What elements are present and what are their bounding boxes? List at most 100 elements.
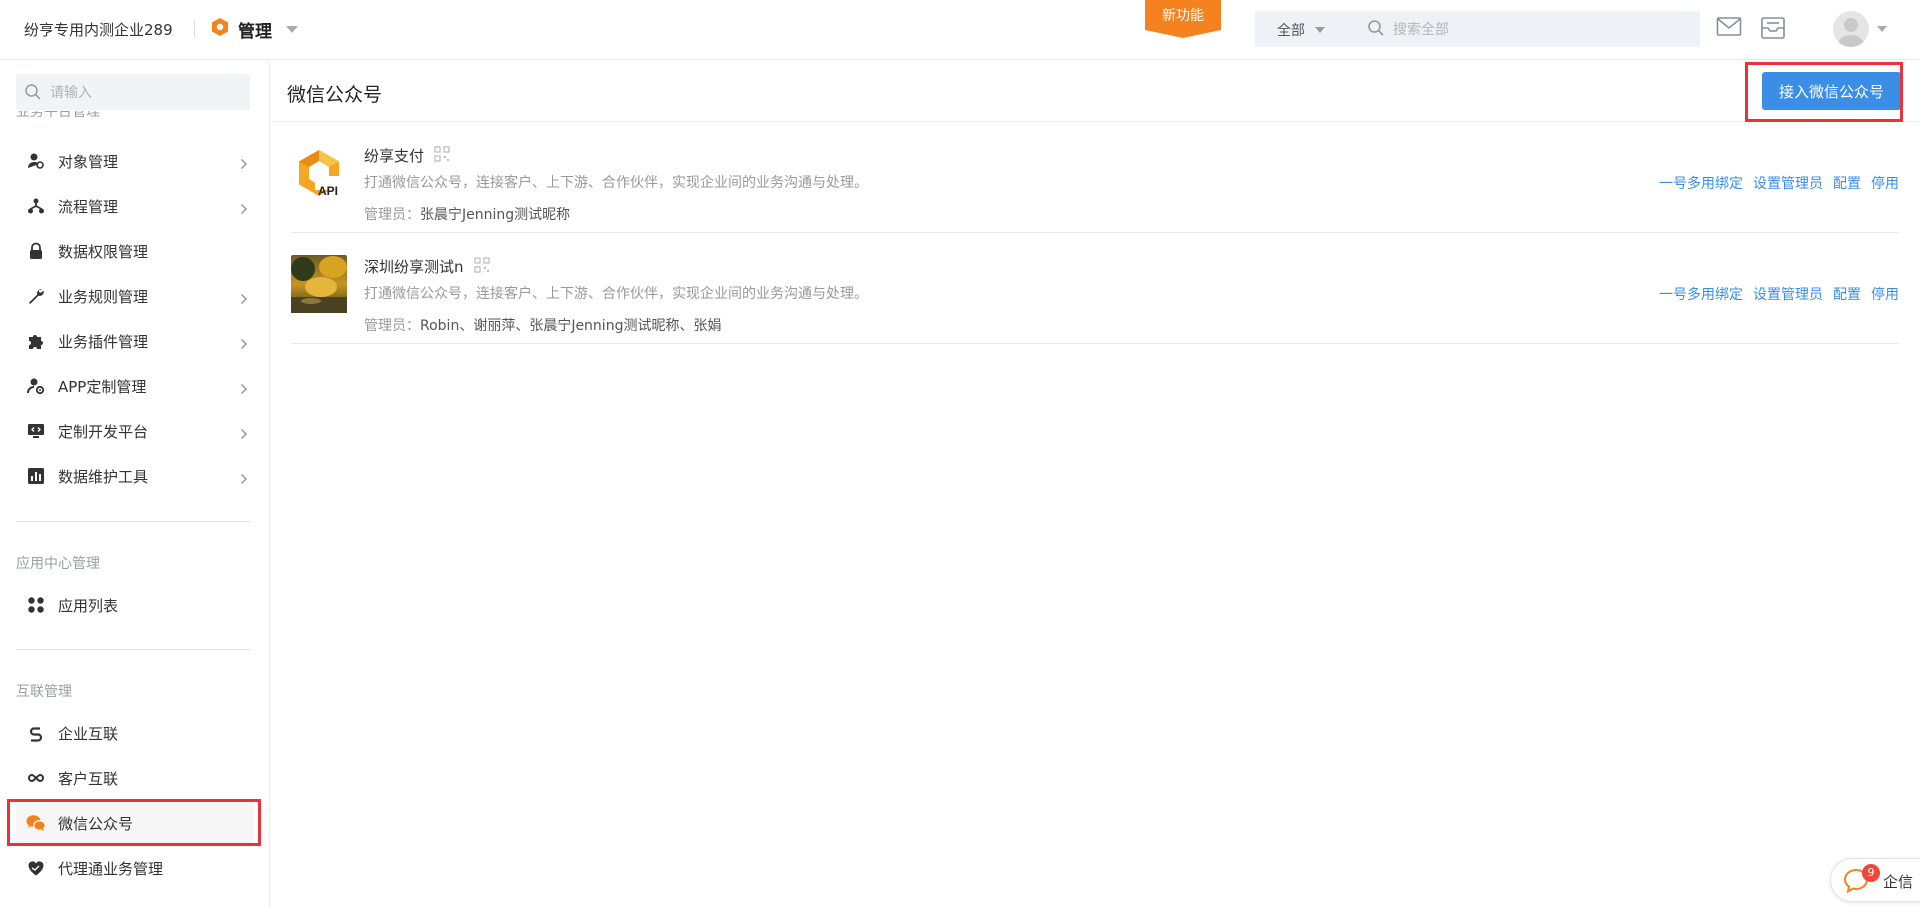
sidebar-item-label: 定制开发平台 (58, 422, 149, 441)
admin-names: Robin、谢丽萍、张晨宁Jenning测试昵称、张娟 (420, 318, 722, 334)
account-row: API 纷享支付 打通微信公众号，连接客户、上下游、合作伙伴，实现企业间的业务沟… (291, 122, 1899, 233)
main-content: 微信公众号 接入微信公众号 API 纷享支付 打通微信公众号，连接客户、上下游、… (271, 61, 1920, 907)
qrcode-icon[interactable] (473, 256, 490, 277)
chat-widget[interactable]: 9 企信 (1830, 858, 1920, 902)
set-admin-link[interactable]: 设置管理员 (1753, 176, 1823, 192)
grid-icon (26, 595, 46, 615)
search-scope-label: 全部 (1277, 23, 1305, 39)
module-switcher[interactable]: 管理 (210, 14, 298, 44)
sidebar-divider (16, 521, 250, 522)
account-actions: 一号多用绑定 设置管理员 配置 停用 (1659, 173, 1899, 193)
sidebar: 业务平台管理 对象管理 流程管理 数据权限管理 业务规则管理 业务插件管理 (0, 61, 270, 907)
admin-label: 管理员： (364, 207, 420, 223)
wechat-icon (26, 813, 46, 833)
chevron-down-icon (286, 25, 298, 33)
disable-link[interactable]: 停用 (1871, 287, 1899, 303)
chevron-right-icon (240, 335, 248, 354)
new-feature-badge[interactable]: 新功能 (1145, 0, 1221, 38)
heart-handshake-icon (26, 858, 46, 878)
chevron-down-icon (1315, 27, 1325, 33)
sidebar-divider (16, 649, 250, 650)
account-name-row: 纷享支付 (364, 145, 450, 166)
account-name-row: 深圳纷享测试n (364, 256, 490, 277)
bind-multi-link[interactable]: 一号多用绑定 (1659, 176, 1743, 192)
sidebar-item-business-rules[interactable]: 业务规则管理 (16, 276, 254, 316)
inbox-icon[interactable] (1760, 16, 1786, 44)
sidebar-item-custom-dev-platform[interactable]: 定制开发平台 (16, 411, 254, 451)
search-scope-dropdown[interactable]: 全部 (1277, 20, 1325, 40)
chevron-down-icon (1877, 26, 1887, 32)
search-icon (24, 83, 42, 105)
sidebar-item-label: APP定制管理 (58, 377, 147, 396)
sidebar-item-flow-management[interactable]: 流程管理 (16, 186, 254, 226)
module-label: 管理 (238, 21, 272, 42)
section-title-clip: 业务平台管理 (16, 111, 216, 119)
sidebar-item-label: 业务规则管理 (58, 287, 149, 306)
global-search: 全部 (1255, 11, 1700, 47)
sidebar-item-label: 微信公众号 (58, 814, 134, 833)
chevron-right-icon (240, 380, 248, 399)
account-name: 深圳纷享测试n (364, 258, 464, 276)
title-divider (271, 121, 1920, 122)
connect-wechat-button[interactable]: 接入微信公众号 (1762, 72, 1901, 110)
bind-multi-link[interactable]: 一号多用绑定 (1659, 287, 1743, 303)
sidebar-item-label: 数据权限管理 (58, 242, 149, 261)
sidebar-item-label: 对象管理 (58, 152, 119, 171)
code-monitor-icon (26, 421, 46, 441)
account-admins: 管理员： Robin、谢丽萍、张晨宁Jenning测试昵称、张娟 (364, 315, 721, 335)
avatar (1833, 11, 1869, 47)
disable-link[interactable]: 停用 (1871, 176, 1899, 192)
search-icon (1367, 19, 1385, 41)
account-description: 打通微信公众号，连接客户、上下游、合作伙伴，实现企业间的业务沟通与处理。 (364, 175, 868, 191)
admin-names: 张晨宁Jenning测试昵称 (420, 207, 571, 223)
section-title-interconnect: 互联管理 (16, 684, 72, 700)
configure-link[interactable]: 配置 (1833, 176, 1861, 192)
sidebar-search (16, 74, 250, 110)
hexagon-logo-icon (210, 17, 230, 41)
account-row: 深圳纷享测试n 打通微信公众号，连接客户、上下游、合作伙伴，实现企业间的业务沟通… (291, 233, 1899, 344)
chevron-right-icon (240, 425, 248, 444)
sidebar-item-label: 流程管理 (58, 197, 119, 216)
new-feature-label: 新功能 (1162, 8, 1204, 24)
puzzle-icon (26, 331, 46, 351)
sidebar-item-data-permission[interactable]: 数据权限管理 (16, 231, 254, 271)
sidebar-item-data-maintenance[interactable]: 数据维护工具 (16, 456, 254, 496)
api-logo-icon: API (291, 142, 347, 204)
wrench-icon (26, 286, 46, 306)
account-actions: 一号多用绑定 设置管理员 配置 停用 (1659, 284, 1899, 304)
ribbon-icon (1145, 0, 1221, 38)
global-search-input[interactable] (1393, 17, 1683, 41)
sidebar-item-agent-business[interactable]: 代理通业务管理 (16, 848, 254, 888)
mail-icon[interactable] (1716, 16, 1742, 42)
set-admin-link[interactable]: 设置管理员 (1753, 287, 1823, 303)
configure-link[interactable]: 配置 (1833, 287, 1861, 303)
admin-label: 管理员： (364, 318, 420, 334)
account-admins: 管理员： 张晨宁Jenning测试昵称 (364, 204, 570, 224)
user-gear-icon (26, 151, 46, 171)
sidebar-item-label: 企业互联 (58, 724, 119, 743)
infinity-icon (26, 768, 46, 788)
user-icon (1838, 18, 1864, 47)
sidebar-item-label: 业务插件管理 (58, 332, 149, 351)
chevron-right-icon (240, 290, 248, 309)
flow-icon (26, 196, 46, 216)
landscape-photo-icon (291, 255, 347, 313)
sidebar-item-label: 代理通业务管理 (58, 859, 164, 878)
company-name: 纷亨专用内测企业289 (24, 21, 173, 39)
section-title-platform: 业务平台管理 (16, 111, 100, 119)
sidebar-item-business-plugins[interactable]: 业务插件管理 (16, 321, 254, 361)
chevron-right-icon (240, 155, 248, 174)
sidebar-item-wechat-official[interactable]: 微信公众号 (16, 803, 254, 843)
sidebar-item-enterprise-interconnect[interactable]: 企业互联 (16, 713, 254, 753)
qrcode-icon[interactable] (434, 145, 450, 166)
sidebar-search-input[interactable] (50, 80, 240, 104)
sidebar-item-app-customization[interactable]: APP定制管理 (16, 366, 254, 406)
sidebar-item-object-management[interactable]: 对象管理 (16, 141, 254, 181)
chevron-right-icon (240, 470, 248, 489)
user-menu[interactable] (1833, 11, 1887, 47)
link-s-icon (26, 723, 46, 743)
sidebar-item-app-list[interactable]: 应用列表 (16, 585, 254, 625)
chart-box-icon (26, 466, 46, 486)
sidebar-item-customer-interconnect[interactable]: 客户互联 (16, 758, 254, 798)
top-bar: 纷亨专用内测企业289 管理 新功能 全部 (0, 0, 1920, 60)
